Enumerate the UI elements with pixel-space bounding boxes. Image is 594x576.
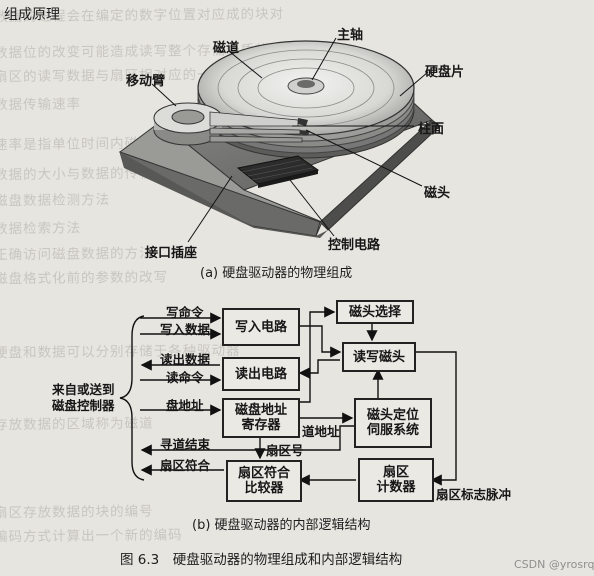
signal-write-data: 写入数据 xyxy=(160,322,211,337)
brace xyxy=(119,315,145,481)
block-sector-counter: 扇区 计数器 xyxy=(358,458,434,502)
signal-seek-done: 寻道结束 xyxy=(160,437,211,452)
block-rw-head: 读写磁头 xyxy=(342,342,416,372)
signal-read-cmd: 读命令 xyxy=(166,370,204,385)
label-platter: 硬盘片 xyxy=(425,65,465,80)
signal-read-data: 读出数据 xyxy=(160,352,211,367)
page-header: 组成原理 xyxy=(4,7,60,23)
block-head-select: 磁头选择 xyxy=(336,300,414,324)
platter-stack xyxy=(197,40,415,159)
signal-sector-no: 扇区号 xyxy=(266,443,304,458)
block-servo: 磁头定位 伺服系统 xyxy=(354,398,432,448)
label-head: 磁头 xyxy=(424,186,451,201)
signal-track-addr: 道地址 xyxy=(302,424,340,439)
label-connector: 接口插座 xyxy=(145,246,198,261)
signal-write-cmd: 写命令 xyxy=(166,305,204,320)
control-chip xyxy=(236,155,320,188)
label-disk-controller: 来自或送到 磁盘控制器 xyxy=(52,382,115,413)
block-sector-comparator: 扇区符合 比较器 xyxy=(226,460,302,502)
actuator-arm xyxy=(153,102,310,146)
hard-drive-illustration xyxy=(119,37,441,243)
block-address-register: 磁盘地址 寄存器 xyxy=(222,398,300,438)
caption-a: (a) 硬盘驱动器的物理组成 xyxy=(200,266,353,281)
signal-disk-addr: 盘地址 xyxy=(166,398,204,413)
label-control: 控制电路 xyxy=(328,238,381,253)
watermark: CSDN @yrosrq xyxy=(514,558,594,571)
label-arm: 移动臂 xyxy=(126,74,166,89)
signal-sector-pulse: 扇区标志脉冲 xyxy=(436,487,512,502)
block-read-circuit: 读出电路 xyxy=(222,357,300,391)
label-track: 磁道 xyxy=(213,41,240,56)
block-write-circuit: 写入电路 xyxy=(222,308,300,346)
figure-caption: 图 6.3 硬盘驱动器的物理组成和内部逻辑结构 xyxy=(120,552,403,568)
signal-sector-match: 扇区符合 xyxy=(160,458,211,473)
caption-b: (b) 硬盘驱动器的内部逻辑结构 xyxy=(192,518,371,533)
leader-lines xyxy=(151,37,429,243)
label-cylinder: 柱面 xyxy=(418,122,445,137)
label-spindle: 主轴 xyxy=(337,28,364,43)
